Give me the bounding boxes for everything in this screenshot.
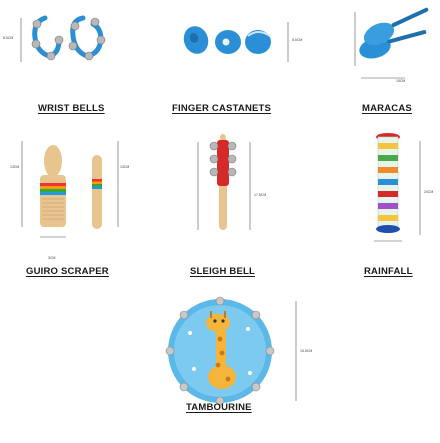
guiro-scraper-dimension-right: 13CM xyxy=(120,165,130,169)
maracas-dimension: 15CM xyxy=(396,79,406,83)
finger-castanets-dimension: 5.5CM xyxy=(292,38,303,42)
sleigh-bell-label: SLEIGH BELL xyxy=(190,266,256,277)
finger-castanets-label: FINGER CASTANETS xyxy=(172,103,272,114)
tambourine-label: TAMBOURINE xyxy=(186,402,252,413)
guiro-scraper-image xyxy=(21,141,119,238)
maracas-image xyxy=(354,7,429,79)
wrist-bells-label: WRIST BELLS xyxy=(38,103,105,114)
maracas-label: MARACAS xyxy=(362,103,412,114)
rainfall-image xyxy=(374,133,421,242)
guiro-scraper-label: GUIRO SCRAPER xyxy=(26,266,109,277)
wrist-bells-image xyxy=(20,15,106,62)
tambourine-dimension: 15.5CM xyxy=(300,349,313,353)
finger-castanets-image xyxy=(183,22,289,62)
sleigh-bell-dimension: 17.5CM xyxy=(254,193,267,197)
tambourine-image xyxy=(165,296,297,406)
rainfall-label: RAINFALL xyxy=(364,266,413,277)
rainfall-dimension: 20CM xyxy=(424,190,434,194)
guiro-scraper-dimension-left: 13CM xyxy=(10,165,20,169)
guiro-scraper-dimension-bottom: 3CM xyxy=(48,256,56,260)
wrist-bells-dimension: 8.5CM xyxy=(3,36,14,40)
sleigh-bell-image xyxy=(197,134,251,230)
